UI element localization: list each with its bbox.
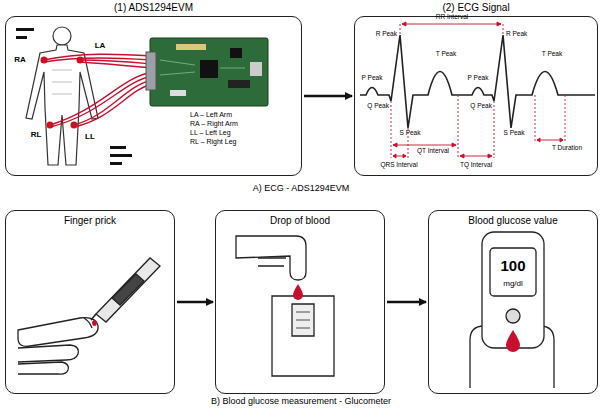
peak-label: Q Peak bbox=[470, 103, 492, 110]
step-box: Blood glucose value bbox=[428, 210, 598, 394]
step-box: Finger prick bbox=[5, 210, 175, 394]
node-heading: (2) ECG Signal bbox=[355, 2, 597, 13]
caption: A) ECG - ADS1294EVM bbox=[253, 184, 350, 193]
display-unit: mg/dl bbox=[503, 280, 523, 288]
node-heading: Drop of blood bbox=[216, 215, 384, 226]
electrode-dots bbox=[41, 57, 84, 129]
pcb-board bbox=[146, 38, 268, 106]
flow-arrow bbox=[387, 301, 426, 303]
electrode-label: RL bbox=[31, 131, 42, 139]
peak-label: P Peak bbox=[362, 75, 383, 82]
lead-legend: LL – Left Leg bbox=[190, 129, 231, 136]
finger-prick-illustration bbox=[18, 258, 160, 374]
interval-label: QT Interval bbox=[417, 148, 449, 155]
blood-spot bbox=[92, 320, 97, 327]
caption: B) Blood glucose measurement - Glucomete… bbox=[211, 397, 391, 406]
lead-legend: RA – Right Arm bbox=[190, 120, 238, 127]
peak-label: S Peak bbox=[504, 130, 525, 137]
node-heading: (1) ADS1294EVM bbox=[6, 2, 301, 13]
interval-marks bbox=[391, 22, 565, 158]
node-heading: Blood glucose value bbox=[429, 215, 597, 226]
electrode-label: RA bbox=[14, 56, 26, 64]
ecg-waveform bbox=[360, 35, 595, 128]
lead-legend: RL – Right Leg bbox=[190, 138, 236, 145]
peak-label: Q Peak bbox=[367, 103, 389, 110]
human-figure bbox=[26, 27, 98, 165]
decor-bars bbox=[16, 28, 132, 165]
flow-arrow bbox=[304, 95, 352, 97]
step-box: Drop of blood bbox=[215, 210, 385, 394]
peak-label: R Peak bbox=[376, 31, 397, 38]
interval-label: RR Interval bbox=[436, 14, 469, 21]
peak-label: T Peak bbox=[542, 51, 562, 58]
peak-label: P Peak bbox=[468, 75, 489, 82]
display-value: 100 bbox=[500, 258, 525, 273]
drop-illustration bbox=[236, 236, 334, 376]
interval-label: QRS Interval bbox=[380, 162, 417, 169]
electrode-label: LA bbox=[95, 42, 106, 50]
peak-label: R Peak bbox=[506, 31, 527, 38]
blood-drop bbox=[506, 330, 520, 352]
panel-box: (2) ECG Signal bbox=[354, 16, 598, 176]
peak-label: S Peak bbox=[400, 130, 421, 137]
node-heading: Finger prick bbox=[6, 215, 174, 226]
blood-drop bbox=[293, 284, 303, 300]
electrode-wires bbox=[44, 54, 152, 127]
flow-arrow bbox=[177, 301, 213, 303]
interval-label: T Duration bbox=[552, 145, 582, 152]
electrode-label: LL bbox=[85, 133, 95, 141]
glucometer bbox=[470, 232, 554, 388]
interval-label: TQ Interval bbox=[460, 162, 492, 169]
peak-label: T Peak bbox=[436, 51, 456, 58]
lead-legend: LA – Left Arm bbox=[190, 111, 232, 118]
panel-box: (1) ADS1294EVM bbox=[5, 16, 302, 176]
